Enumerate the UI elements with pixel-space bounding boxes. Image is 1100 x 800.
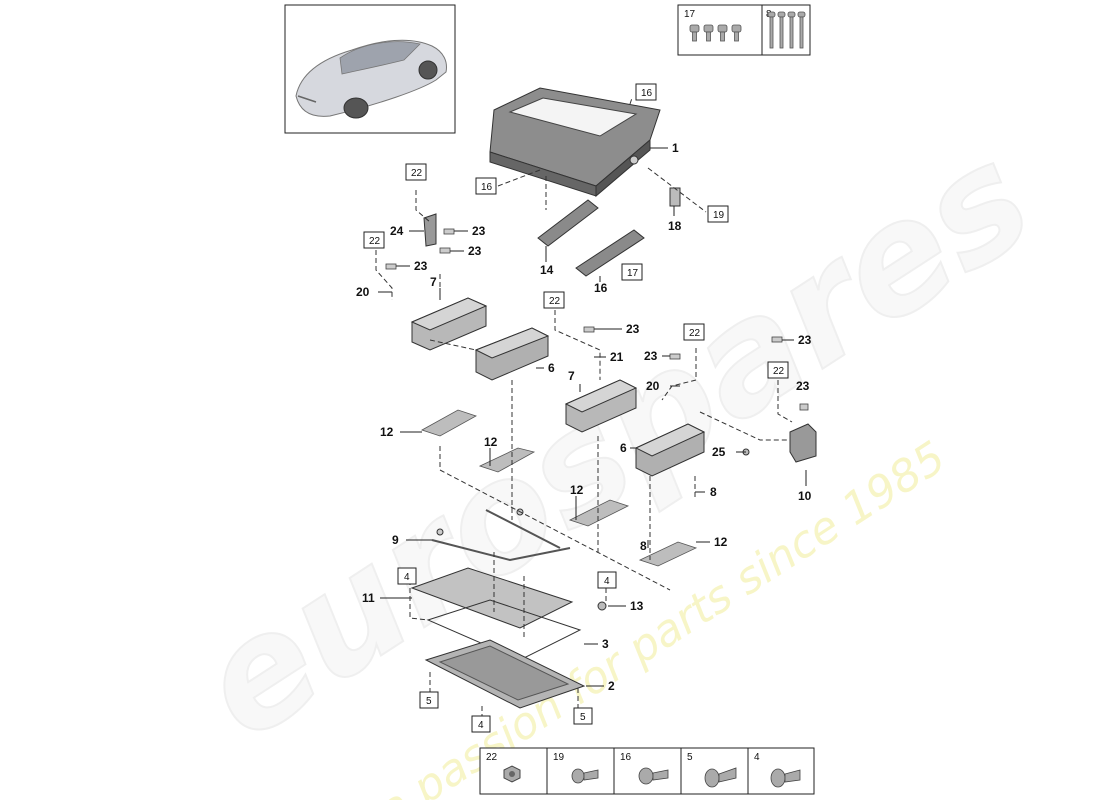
callout-25: 25 — [712, 445, 726, 459]
box-ref-5-left: 5 — [426, 696, 432, 707]
module-7-upper-part — [410, 297, 488, 351]
callout-10: 10 — [798, 489, 812, 503]
flange-screw-icon — [638, 767, 669, 785]
rail-16-part — [575, 229, 645, 277]
dashed-guides — [375, 97, 793, 718]
callout-20-b: 20 — [646, 379, 660, 393]
box-ref-4-right: 4 — [604, 576, 610, 587]
callout-7-upper: 7 — [430, 275, 437, 289]
hardware-legend-bottom: 22 19 16 5 4 — [479, 747, 815, 795]
callout-18: 18 — [668, 219, 682, 233]
bracket-24-part — [423, 213, 437, 247]
watermark: eurospares a passion for parts since 198… — [169, 110, 1061, 800]
callout-8-lower: 8 — [640, 539, 647, 553]
pad-12-parts — [421, 409, 698, 567]
bolt-icon — [704, 767, 737, 788]
callout-3: 3 — [602, 637, 609, 651]
callout-9: 9 — [392, 533, 399, 547]
legend-label-5: 5 — [687, 752, 693, 763]
callouts: 1 2 3 6 6 7 7 8 8 9 10 11 12 12 12 12 13… — [356, 141, 812, 693]
callout-23-f: 23 — [798, 333, 812, 347]
box-ref-4-left: 4 — [404, 572, 410, 583]
plate-11-part — [410, 567, 574, 629]
rail-14-part — [537, 199, 599, 247]
clip-23-parts — [385, 228, 809, 411]
callout-23-a: 23 — [472, 224, 486, 238]
module-6-upper-part — [474, 327, 550, 381]
short-bolt-icon — [689, 24, 742, 42]
callout-12-d: 12 — [714, 535, 728, 549]
legend-label-16: 16 — [620, 752, 632, 763]
callout-6-lower: 6 — [620, 441, 627, 455]
callout-23-d: 23 — [626, 322, 640, 336]
boxed-refs: 16 16 17 19 22 22 22 22 22 4 4 4 5 5 — [363, 83, 789, 733]
battery-frame-part — [489, 87, 661, 198]
leader-lines — [378, 147, 807, 687]
legend-label-22: 22 — [486, 752, 498, 763]
box-ref-16-top: 16 — [641, 88, 653, 99]
callout-8-right: 8 — [710, 485, 717, 499]
box-ref-19: 19 — [713, 210, 725, 221]
box-ref-22-e: 22 — [773, 366, 785, 377]
callout-21: 21 — [610, 350, 624, 364]
callout-6-upper: 6 — [548, 361, 555, 375]
legend-label-19: 19 — [553, 752, 565, 763]
nut-13-part — [597, 601, 607, 611]
module-6-lower-part — [634, 423, 706, 477]
box-ref-22-a: 22 — [411, 168, 423, 179]
harness-9-part — [431, 508, 571, 562]
screw-icon — [571, 768, 599, 784]
long-bolt-icon — [767, 11, 806, 49]
tray-2-part — [424, 639, 586, 709]
callout-23-e: 23 — [644, 349, 658, 363]
nut-icon — [503, 765, 521, 783]
callout-14: 14 — [540, 263, 554, 277]
box-ref-22-c: 22 — [549, 296, 561, 307]
hardware-box-top: 17 8 — [677, 4, 811, 56]
callout-1: 1 — [672, 141, 679, 155]
box-ref-22-d: 22 — [689, 328, 701, 339]
callout-11: 11 — [362, 591, 375, 605]
bracket-10-part — [789, 423, 817, 463]
callout-23-b: 23 — [468, 244, 482, 258]
callout-16: 16 — [594, 281, 608, 295]
callout-20-a: 20 — [356, 285, 370, 299]
box-ref-16-left: 16 — [481, 182, 493, 193]
callout-7-lower: 7 — [568, 369, 575, 383]
callout-24: 24 — [390, 224, 404, 238]
legend-label-4: 4 — [754, 752, 760, 763]
callout-13: 13 — [630, 599, 644, 613]
box-ref-17: 17 — [627, 268, 639, 279]
box-ref-22-b: 22 — [369, 236, 381, 247]
vehicle-thumbnail — [284, 4, 456, 134]
callout-2: 2 — [608, 679, 615, 693]
plug-18-part — [669, 187, 681, 207]
callout-23-g: 23 — [796, 379, 810, 393]
box-ref-4-bottom: 4 — [478, 720, 484, 731]
callout-12-a: 12 — [380, 425, 394, 439]
hw-top-label-17: 17 — [684, 9, 696, 20]
callout-12-c: 12 — [570, 483, 584, 497]
box-ref-5-right: 5 — [580, 712, 586, 723]
callout-23-c: 23 — [414, 259, 428, 273]
car-icon — [295, 39, 447, 119]
torx-bolt-icon — [770, 768, 801, 788]
callout-12-b: 12 — [484, 435, 498, 449]
module-7-lower-part — [564, 379, 638, 433]
